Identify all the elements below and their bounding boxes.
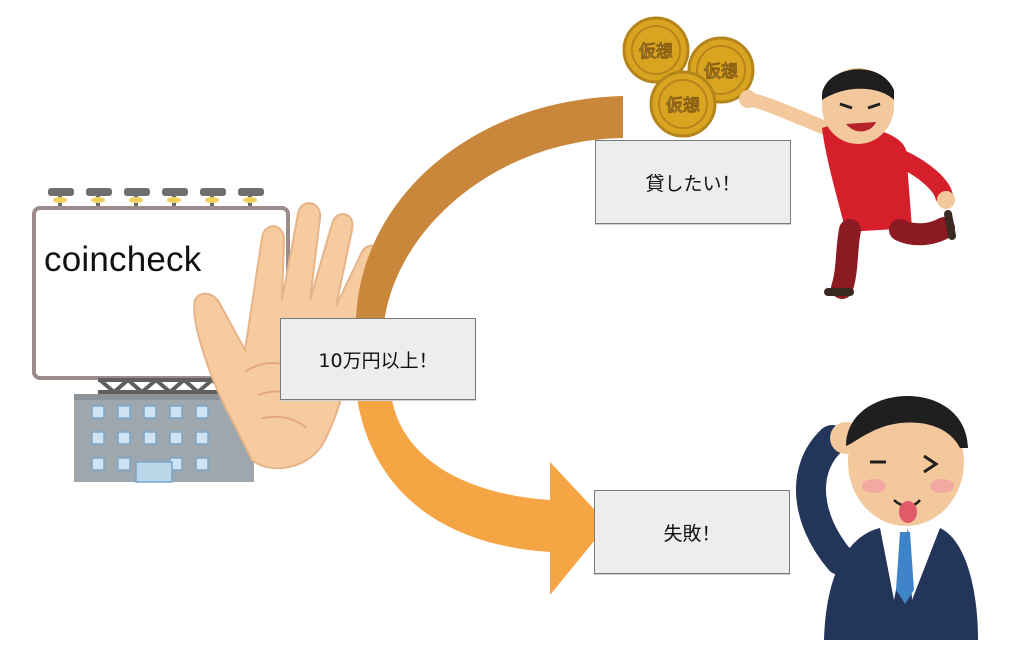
coin: 仮想	[649, 70, 717, 138]
lend-wish-text: 貸したい！	[645, 172, 741, 195]
minimum-amount-box: 10万円以上！	[280, 318, 476, 400]
coin-label: 仮想	[638, 41, 673, 62]
arrow-to-fail	[357, 398, 608, 595]
virtual-currency-coins: 仮想 仮想 仮想	[622, 16, 755, 138]
businessman-illustration	[796, 395, 978, 640]
billboard-brand-text: coincheck	[44, 240, 202, 279]
billboard-lamps	[48, 188, 264, 208]
minimum-amount-text: 10万円以上！	[318, 349, 438, 372]
coin-label: 仮想	[703, 61, 738, 82]
running-man-illustration	[739, 68, 956, 299]
failure-text: 失敗！	[663, 522, 721, 545]
coin-label: 仮想	[665, 95, 700, 116]
building-windows	[91, 405, 209, 483]
coin: 仮想	[622, 16, 690, 84]
arrow-to-lend	[356, 96, 623, 324]
lend-wish-box: 貸したい！	[595, 140, 791, 224]
failure-box: 失敗！	[594, 490, 790, 574]
